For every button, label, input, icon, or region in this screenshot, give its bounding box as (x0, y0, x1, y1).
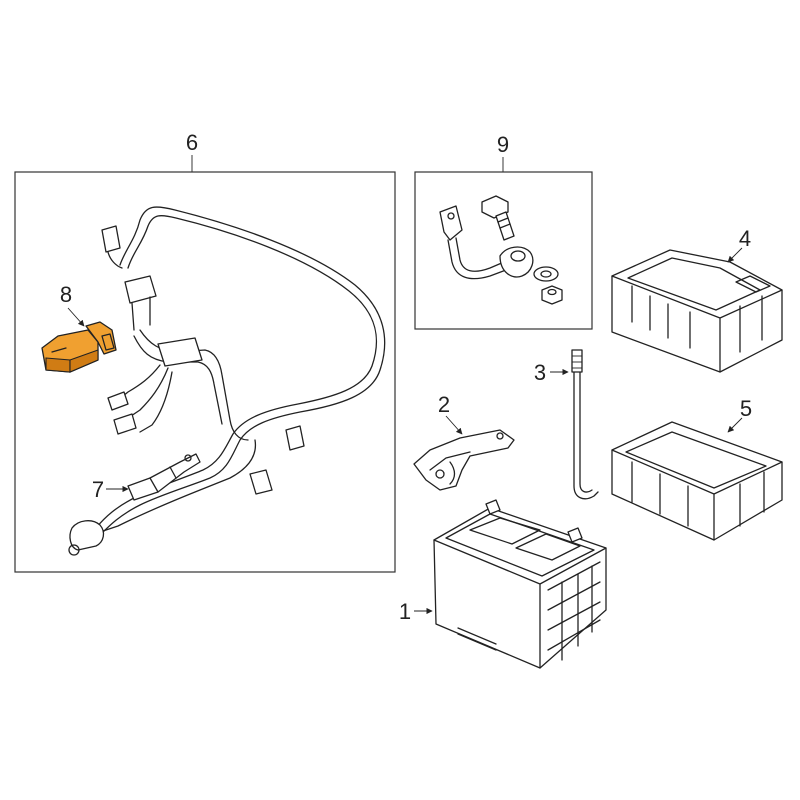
callout-5-arrow (727, 417, 743, 433)
part-3-hold-down-rod[interactable] (571, 349, 599, 500)
callout-6[interactable]: 6 (186, 130, 198, 155)
ground-cable-group-frame (414, 171, 593, 330)
ground-cable-group: 9 (414, 132, 593, 330)
callout-8-arrow (67, 307, 85, 327)
callout-8[interactable]: 8 (60, 282, 72, 307)
callout-7[interactable]: 7 (92, 477, 104, 502)
callout-2-arrow (445, 415, 463, 435)
part-5-battery-tray[interactable] (611, 421, 783, 541)
callout-4[interactable]: 4 (739, 226, 751, 251)
washer[interactable] (533, 266, 559, 282)
callout-9[interactable]: 9 (497, 132, 509, 157)
part-8-terminal-cover[interactable] (41, 321, 117, 373)
harness-group-frame (14, 171, 396, 573)
nut[interactable] (541, 285, 563, 305)
callout-3[interactable]: 3 (534, 360, 546, 385)
callout-5[interactable]: 5 (740, 396, 752, 421)
callout-1[interactable]: 1 (399, 599, 411, 624)
callout-4-arrow (727, 247, 743, 263)
part-7-strap[interactable] (127, 453, 201, 501)
battery-cable-harness[interactable] (68, 206, 386, 556)
callout-2[interactable]: 2 (438, 392, 450, 417)
ground-cable[interactable] (439, 205, 534, 280)
ground-bolt[interactable] (481, 195, 515, 241)
part-2-hold-down-bracket[interactable] (413, 429, 515, 491)
part-1-battery[interactable] (433, 499, 607, 669)
harness-group: 6 (14, 130, 396, 573)
part-4-battery-box-upper[interactable] (611, 249, 783, 373)
